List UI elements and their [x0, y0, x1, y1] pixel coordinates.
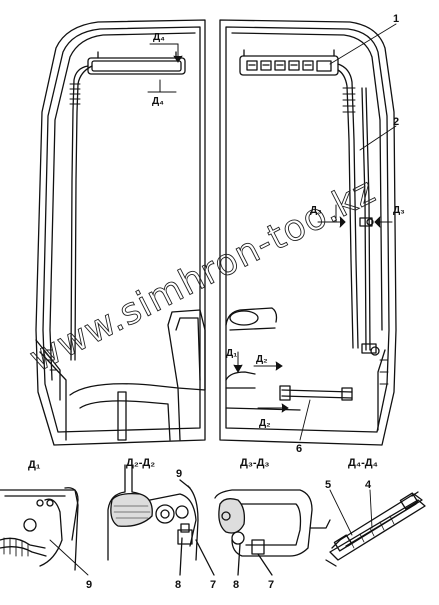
section-mark-d4-top: Д₄ [153, 32, 165, 43]
detail-title-d4: Д₄-Д₄ [348, 457, 378, 469]
section-mark-d4-bottom: Д₄ [152, 96, 164, 107]
right-door [219, 19, 397, 446]
watermark: www.simhron-too.kz [23, 170, 382, 380]
switch-6 [316, 60, 332, 72]
detail-d3 [214, 489, 331, 576]
callout-7-d2: 7 [210, 579, 216, 591]
detail-d4 [325, 491, 426, 567]
section-arrows [147, 43, 393, 413]
section-mark-d3-right: Д₃ [393, 205, 405, 216]
section-mark-d1: Д₁ [226, 348, 237, 359]
switch-5 [302, 60, 314, 71]
left-door [35, 19, 206, 446]
switch-2 [260, 60, 272, 71]
callout-9-d2: 9 [176, 468, 182, 480]
callout-7-d3: 7 [268, 579, 274, 591]
callout-1: 1 [393, 13, 399, 25]
detail-title-d3: Д₃-Д₃ [240, 457, 270, 469]
detail-d1 [0, 487, 89, 576]
callout-8-d2: 8 [175, 579, 181, 591]
section-mark-d3-left: Д₃ [310, 205, 322, 216]
detail-d2 [107, 464, 215, 576]
switch-3 [274, 60, 286, 71]
callout-6: 6 [296, 443, 302, 455]
section-mark-d2-bottom: Д₂ [259, 418, 271, 429]
callout-8-d3: 8 [233, 579, 239, 591]
callout-4: 4 [365, 479, 372, 491]
callout-2: 2 [393, 116, 399, 128]
switch-1 [246, 60, 258, 71]
detail-title-d2: Д₂-Д₂ [126, 457, 155, 469]
detail-title-d1: Д₁ [28, 459, 41, 471]
callout-9-d1: 9 [86, 579, 92, 591]
callout-5: 5 [325, 479, 331, 491]
switch-4 [288, 60, 300, 71]
switch-panel [239, 55, 339, 76]
leader-lines [299, 23, 397, 536]
section-mark-d2-top: Д₂ [256, 354, 268, 365]
